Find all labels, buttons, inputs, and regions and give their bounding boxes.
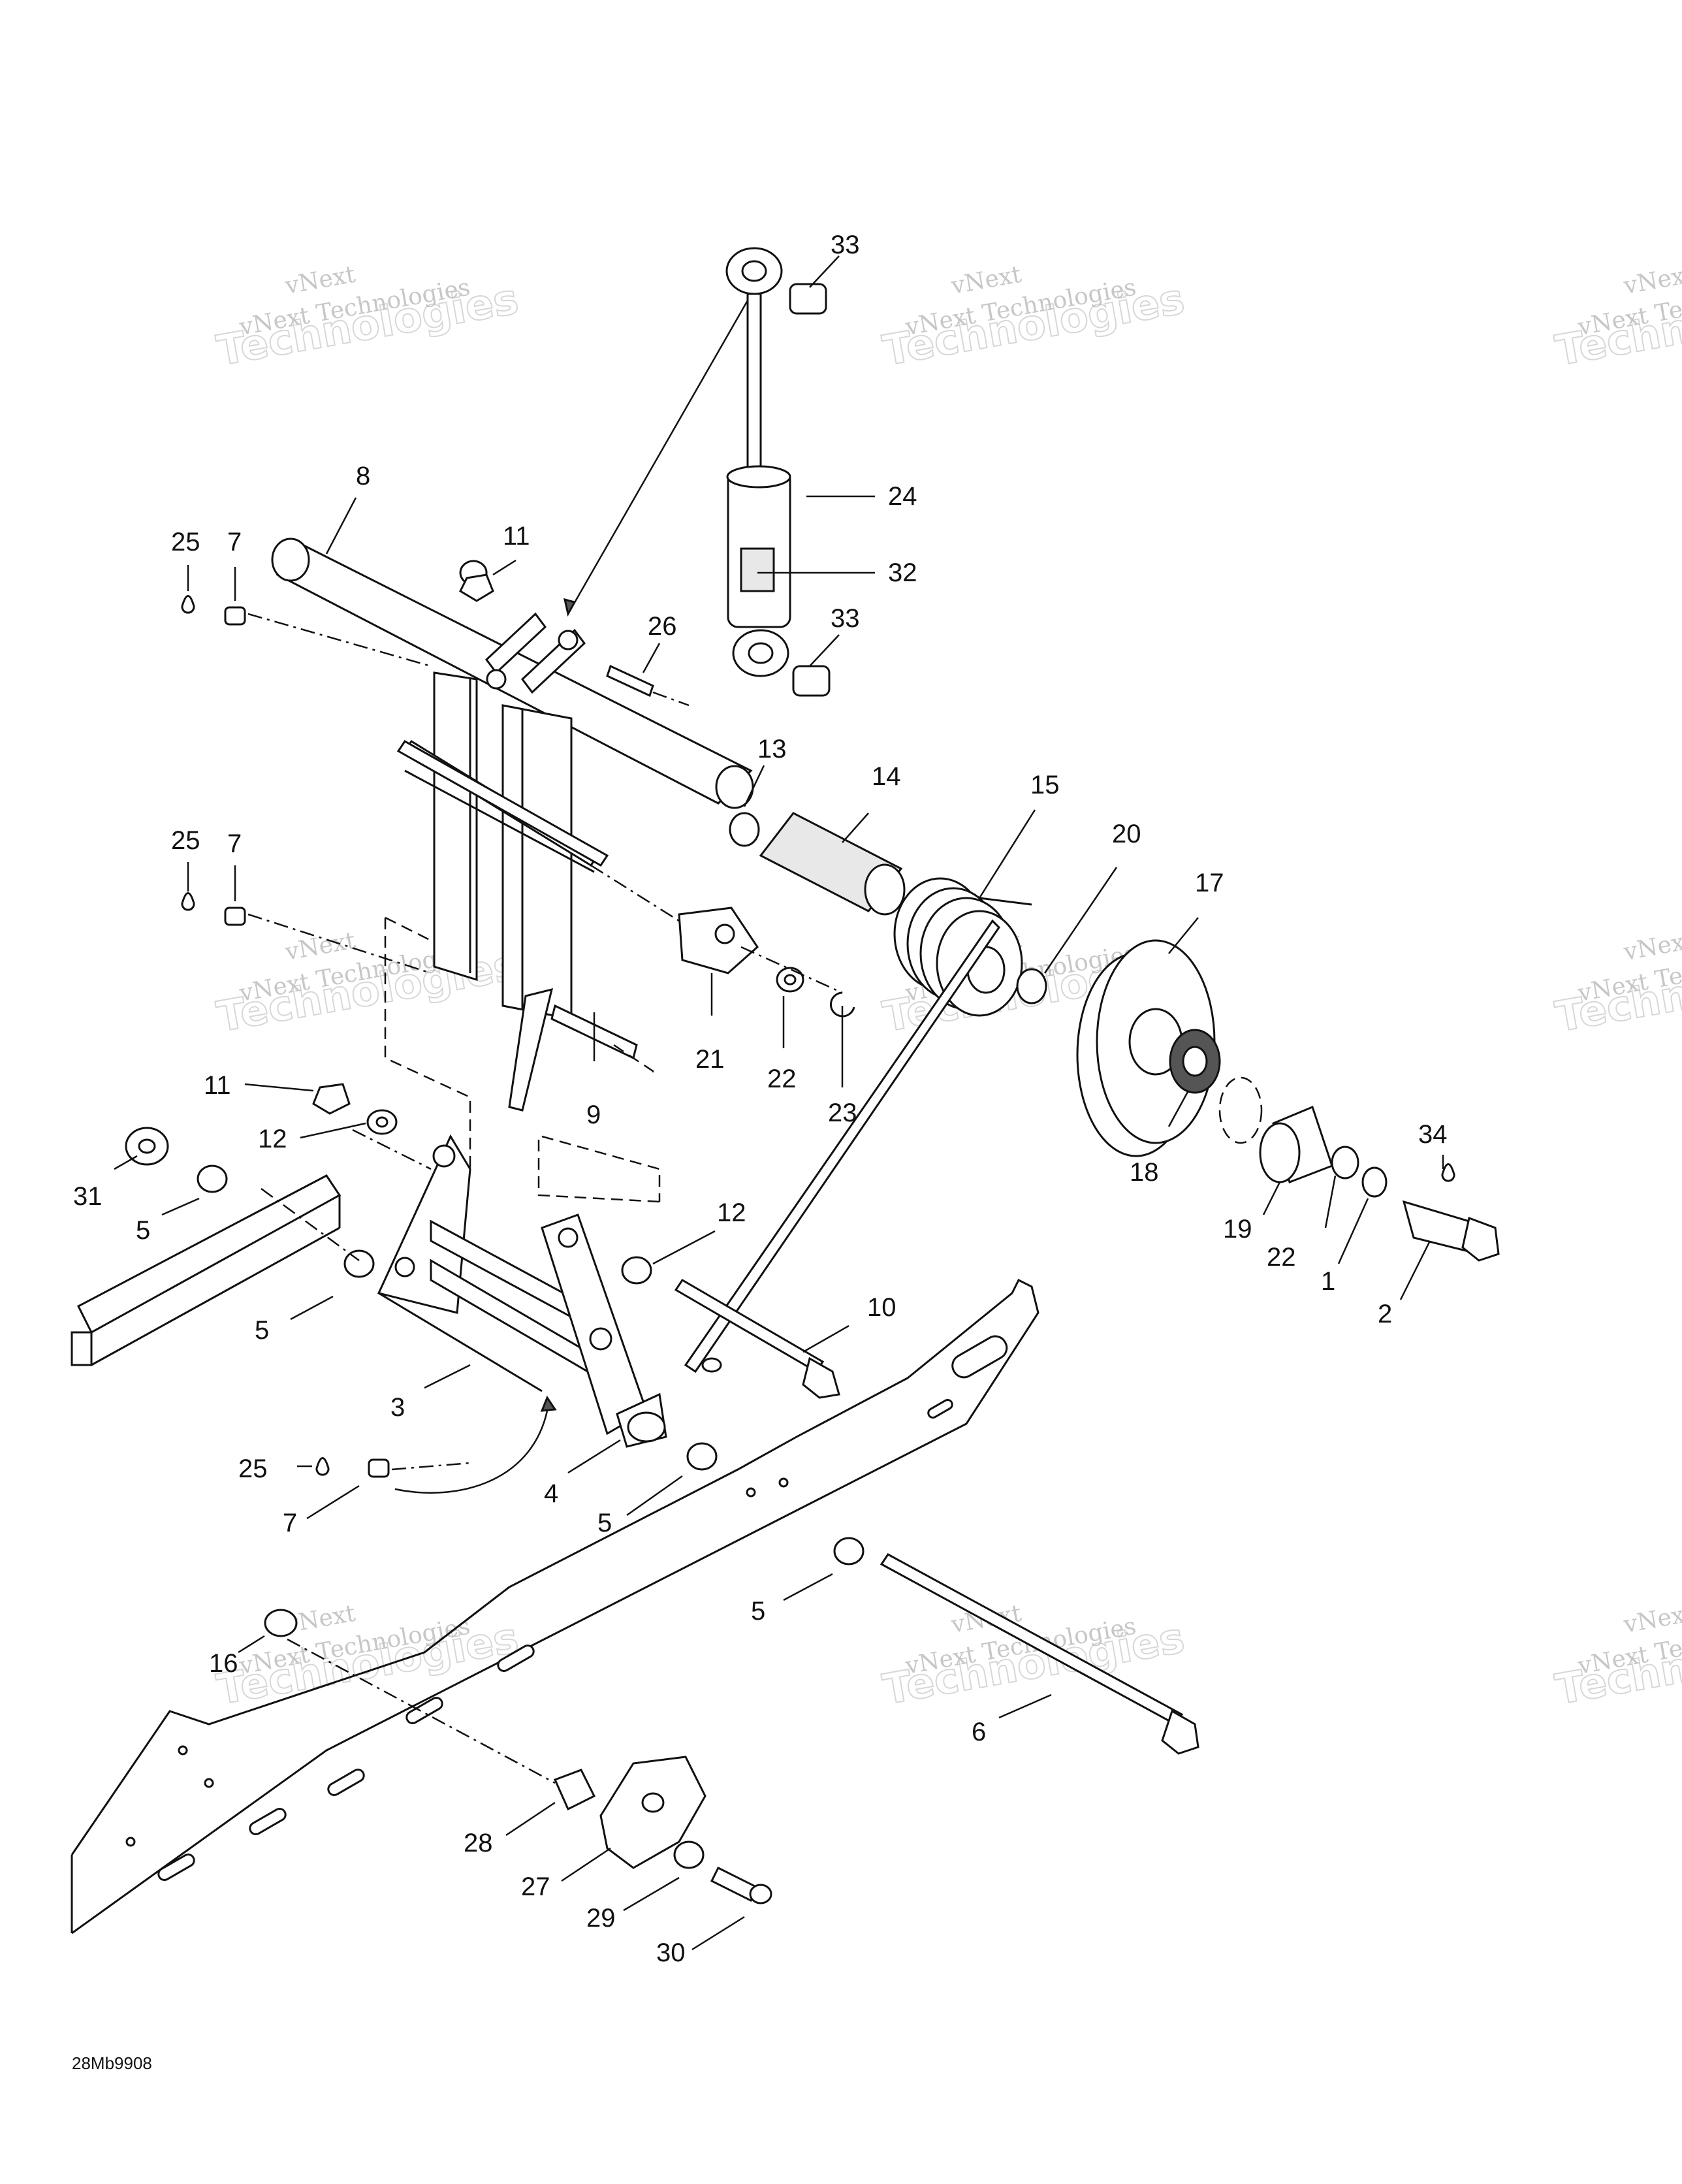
callout-7: 7 (227, 829, 242, 858)
long-bolt (686, 1442, 1199, 1755)
callout-18: 18 (1130, 1158, 1159, 1187)
svg-text:vNext: vNext (949, 261, 1024, 300)
callout-7: 7 (283, 1509, 297, 1537)
watermark: vNext vNext Technologies Technologies (213, 261, 523, 377)
watermark: vNext vNext Technologies Technologies (1551, 927, 1682, 1043)
callout-28: 28 (464, 1829, 493, 1857)
callout-19: 19 (1223, 1215, 1252, 1244)
lower-axle-rod (396, 740, 609, 867)
callout-8: 8 (356, 462, 370, 490)
callout-12: 12 (258, 1125, 287, 1153)
svg-text:vNext: vNext (1621, 1600, 1682, 1639)
svg-text:Technologies: Technologies (214, 275, 522, 376)
callout-5: 5 (136, 1216, 150, 1245)
callout-5: 5 (751, 1597, 765, 1626)
callout-7: 7 (227, 528, 242, 556)
small-hardware (181, 573, 1455, 1478)
callout-1: 1 (1321, 1267, 1335, 1296)
svg-text:Technologies: Technologies (214, 1614, 522, 1714)
svg-text:Technologies: Technologies (880, 275, 1188, 376)
callout-33: 33 (831, 604, 860, 633)
leader-lines (114, 255, 1444, 1951)
shock-absorber (725, 247, 831, 697)
callout-23: 23 (828, 1099, 857, 1127)
callout-20: 20 (1112, 820, 1141, 848)
callout-9: 9 (586, 1100, 601, 1129)
callout-25: 25 (171, 826, 200, 855)
left-slide-rail (71, 1127, 375, 1366)
explode-lines (247, 300, 843, 1784)
callout-14: 14 (872, 762, 901, 791)
callout-30: 30 (656, 1938, 686, 1967)
svg-text:vNext: vNext (1621, 927, 1682, 966)
callout-34: 34 (1418, 1120, 1448, 1149)
watermark: vNext vNext Technologies Technologies (879, 261, 1189, 377)
callout-11: 11 (204, 1071, 231, 1100)
stopper-assembly (264, 1609, 772, 1904)
lower-frame (377, 1134, 667, 1448)
callout-25: 25 (238, 1454, 268, 1483)
idler-wheel-assembly (1016, 939, 1500, 1262)
callout-2: 2 (1378, 1300, 1392, 1328)
callout-11: 11 (503, 522, 530, 551)
callout-5: 5 (597, 1509, 612, 1537)
callout-5: 5 (255, 1316, 269, 1345)
callout-25: 25 (171, 528, 200, 556)
callout-6: 6 (972, 1718, 986, 1746)
callout-12: 12 (717, 1198, 746, 1227)
callout-32: 32 (888, 558, 917, 587)
callout-33: 33 (831, 231, 860, 259)
right-slide-rail (71, 1278, 1039, 1935)
torsion-spring (684, 877, 1032, 1373)
drawing-code: 28Mb9908 (72, 2053, 152, 2073)
callout-31: 31 (73, 1182, 103, 1211)
callout-27: 27 (521, 1872, 550, 1901)
callout-16: 16 (209, 1649, 238, 1678)
svg-text:vNext: vNext (1621, 261, 1682, 300)
callout-13: 13 (757, 735, 787, 763)
callout-3: 3 (390, 1393, 405, 1422)
callout-15: 15 (1030, 771, 1060, 799)
svg-text:vNext: vNext (283, 261, 358, 300)
callout-10: 10 (867, 1293, 897, 1322)
callout-22: 22 (1267, 1243, 1296, 1272)
callout-24: 24 (888, 482, 917, 511)
callout-labels: 33 24 32 33 8 25 7 11 26 13 14 15 20 17 … (73, 231, 1448, 1967)
upper-cross-shaft (271, 538, 906, 916)
pivot-bolt (621, 1256, 840, 1399)
watermark: vNext vNext Technologies Technologies (1551, 1600, 1682, 1716)
callout-22: 22 (767, 1065, 797, 1093)
callout-17: 17 (1195, 869, 1224, 897)
pivot-plate (404, 769, 855, 1018)
watermark: vNext vNext Technologies Technologies (1551, 261, 1682, 377)
callout-4: 4 (544, 1479, 558, 1508)
callout-21: 21 (695, 1045, 725, 1074)
callout-26: 26 (648, 612, 677, 641)
callout-29: 29 (586, 1904, 616, 1933)
